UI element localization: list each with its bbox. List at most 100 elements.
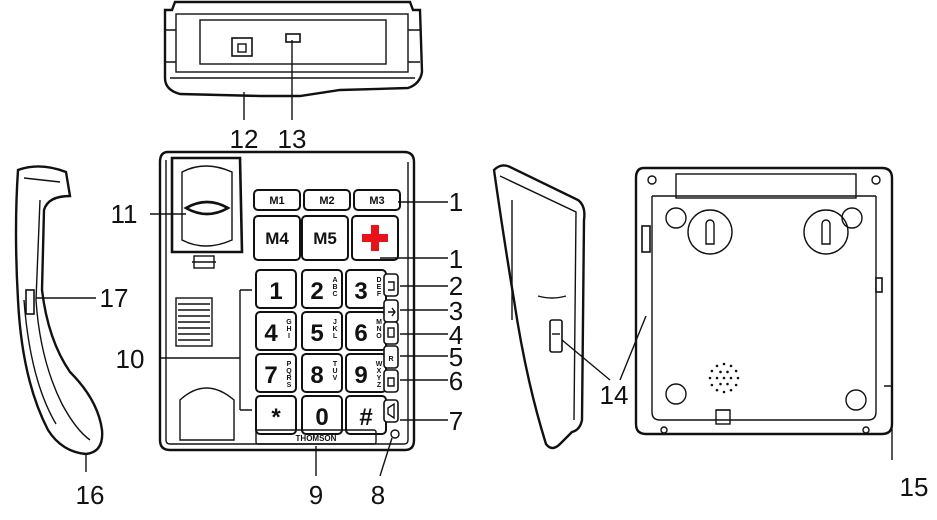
function-keys: R [383, 273, 399, 423]
handsfree-button[interactable] [383, 321, 399, 345]
key-digit: 7 [264, 362, 277, 389]
memory-key-m1[interactable] [253, 189, 301, 211]
buzzer-hole [722, 362, 726, 366]
brand-label: THOMSON [296, 434, 337, 443]
memory-key-m5[interactable] [301, 215, 349, 261]
buzzer-hole [729, 376, 733, 380]
callout-13: 13 [278, 124, 307, 154]
buzzer-hole [710, 369, 714, 373]
callout-5: 5 [449, 342, 463, 372]
key-digit: 1 [269, 278, 282, 305]
buzzer-hole [719, 370, 722, 374]
key-digit: 5 [310, 320, 323, 347]
phone-line-socket [231, 37, 253, 57]
handset-volume-switch [25, 289, 35, 315]
callout-15: 15 [900, 472, 929, 502]
wall-mount-right [803, 209, 849, 255]
phone-top-view [163, 0, 424, 98]
callout-12: 12 [230, 124, 259, 154]
phone-side-view [492, 164, 586, 450]
leader-lines [36, 40, 893, 477]
callout-14: 14 [600, 380, 629, 410]
key-digit: 3 [354, 278, 367, 305]
memory-key-label: M3 [369, 195, 384, 207]
buzzer-hole [715, 364, 719, 368]
hook-switch [183, 200, 231, 216]
callout-11: 11 [111, 199, 138, 229]
recall-button[interactable] [383, 345, 399, 369]
key-8[interactable] [301, 353, 343, 393]
key-1[interactable] [255, 269, 297, 309]
key-7[interactable] [255, 353, 297, 393]
key-digit: 8 [310, 362, 323, 389]
speaker-grille [175, 297, 213, 347]
volume-button[interactable] [383, 399, 399, 423]
side-tone-switch [549, 319, 563, 353]
key-5[interactable] [301, 311, 343, 351]
memory-key-m3[interactable] [353, 189, 401, 211]
brand-bar [255, 429, 377, 445]
memory-key-m2[interactable] [303, 189, 351, 211]
buzzer-hole [729, 364, 733, 368]
key-digit: # [359, 404, 372, 431]
buzzer-hole [722, 390, 726, 394]
key-digit: 2 [310, 278, 323, 305]
buzzer-hole [726, 382, 729, 386]
buzzer-holes [708, 362, 740, 394]
memory-key-label: M1 [269, 195, 284, 207]
callout-6: 6 [449, 366, 463, 396]
buzzer-hole [715, 376, 719, 380]
buzzer-hole [715, 388, 719, 392]
ringer-switch [285, 33, 301, 43]
mute-button[interactable] [383, 369, 399, 393]
key-4[interactable] [255, 311, 297, 351]
callout-3: 3 [449, 296, 463, 326]
callout-1b: 1 [449, 244, 463, 274]
key-digit: 9 [354, 362, 367, 389]
callout-1a: 1 [449, 187, 463, 217]
buzzer-hole [708, 376, 712, 380]
buzzer-hole [722, 376, 726, 380]
callout-9: 9 [309, 480, 323, 510]
buzzer-hole [729, 388, 733, 392]
memory-key-label: M2 [319, 195, 334, 207]
flash-button[interactable] [383, 299, 399, 323]
handset [14, 165, 104, 456]
memory-key-label: M4 [265, 229, 289, 248]
callout-10: 10 [116, 344, 145, 374]
callout-8: 8 [371, 480, 385, 510]
key-digit: * [271, 404, 281, 431]
callout-4: 4 [449, 320, 463, 350]
callout-numbers: 12 13 11 1 1 2 3 4 5 6 7 10 17 16 9 8 14… [76, 124, 929, 510]
redial-button[interactable] [383, 273, 399, 297]
buzzer-hole [726, 370, 729, 374]
recall-label: R [388, 356, 393, 363]
memory-key-m4[interactable] [253, 215, 301, 261]
memory-key-label: M5 [313, 229, 337, 248]
handset-socket [875, 277, 883, 293]
key-2[interactable] [301, 269, 343, 309]
emergency-cross-icon [362, 225, 388, 251]
buzzer-hole [736, 376, 740, 380]
key-digit: 6 [354, 320, 367, 347]
buzzer-hole [710, 383, 714, 387]
key-0[interactable] [301, 395, 343, 435]
buzzer-hole [734, 369, 738, 373]
callout-2: 2 [449, 271, 463, 301]
ring-indicator [390, 429, 400, 439]
key-star[interactable] [255, 395, 297, 435]
phone-bottom-view [634, 166, 894, 436]
key-digit: 4 [264, 320, 278, 347]
key-digit: 0 [315, 404, 328, 431]
buzzer-hole [719, 382, 722, 386]
